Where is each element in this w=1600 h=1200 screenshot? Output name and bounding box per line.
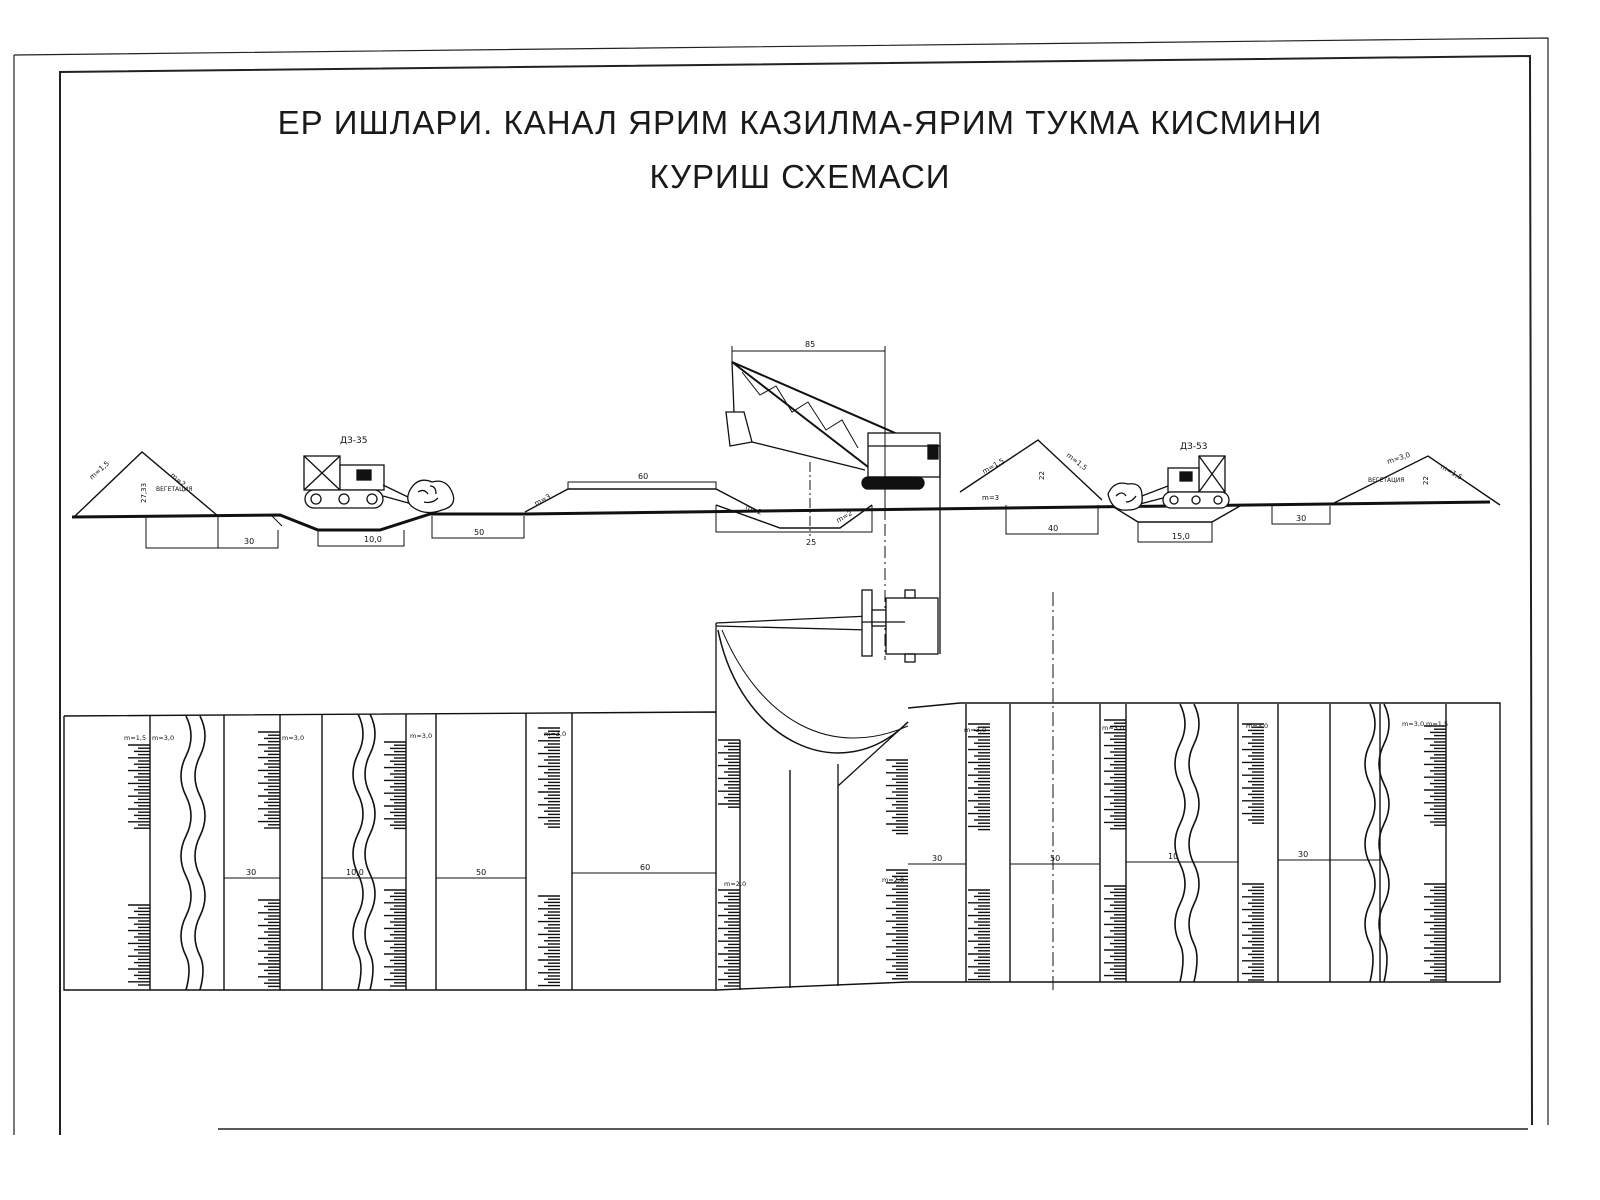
slope-hatching (128, 719, 1446, 988)
plan-slope-label-3: m=3,0 (282, 734, 304, 742)
plan-slope-label-5: m=3,0 (544, 730, 566, 738)
plan-slope-label-7: m=2,0 (882, 876, 904, 884)
ditch-slope-label: m=2 (744, 503, 763, 516)
right-pile-slope-label: m=3,0 (1386, 451, 1411, 466)
dim-60-top: 60 (638, 472, 648, 481)
plan-slope-label-10: m=3,0 (1246, 722, 1268, 730)
right-pile-slope-label-2: m=1,5 (1439, 463, 1464, 482)
plan-slope-label-12: m=1,5 (1426, 720, 1448, 728)
right-bulldozer-label: ДЗ-53 (1180, 442, 1208, 452)
dim-50-left: 50 (474, 528, 484, 537)
sheet-frame (13, 37, 1549, 1135)
plan-dimension-values: 30 10,0 50 60 30 50 10 30 (246, 850, 1308, 877)
right-vegetation-label: ВЕГЕТАЦИЯ (1368, 477, 1404, 484)
dragline-plan-view (715, 445, 1054, 990)
plan-annotations: m=1,5 m=3,0 m=3,0 m=3,0 m=3,0 m=2,0 m=2,… (124, 720, 1448, 888)
dim-15-right: 15,0 (1172, 532, 1190, 541)
excavator-reach-dimension: 85 (805, 340, 815, 349)
plan-dim-10: 10,0 (346, 868, 364, 877)
plan-slope-label-1: m=1,5 (124, 734, 146, 742)
ground-line (71, 439, 1501, 532)
plan-dim-50-b: 50 (1050, 854, 1060, 863)
center-height-label: 22 (1038, 471, 1046, 480)
plan-slope-label-9: m=3,0 (1102, 724, 1124, 732)
plan-dim-50-a: 50 (476, 868, 486, 877)
right-bulldozer (1107, 455, 1230, 511)
plan-view-strips (63, 702, 1501, 991)
left-bulldozer (303, 455, 455, 514)
break-lines (180, 703, 1390, 991)
dim-40-right: 40 (1048, 524, 1058, 533)
center-dike-slope-label: m=3 (533, 493, 552, 508)
plan-dim-10-b: 10 (1168, 852, 1178, 861)
section-dimension-lines (145, 481, 1331, 549)
dragline-excavator (725, 346, 941, 660)
plan-slope-label-8: m=3,0 (964, 726, 986, 734)
left-height-label: 27,33 (140, 483, 148, 503)
drawing-title-line-1: ЕР ИШЛАРИ. КАНАЛ ЯРИМ КАЗИЛМА-ЯРИМ ТУКМА… (277, 104, 1323, 141)
left-vegetation-label: ВЕГЕТАЦИЯ (156, 486, 192, 493)
left-slope-label: m=1,5 (88, 460, 111, 482)
dim-25-center: 25 (806, 538, 816, 547)
plan-dim-60: 60 (640, 863, 650, 872)
dim-30-left: 30 (244, 537, 254, 546)
plan-dim-30-a: 30 (246, 868, 256, 877)
drawing-title-line-2: КУРИШ СХЕМАСИ (649, 158, 951, 195)
right-small-slope-label: m=3 (982, 494, 999, 502)
section-annotations: m=1,5 m=2 27,33 ВЕГЕТАЦИЯ m=3 m=2 m=2 m=… (88, 451, 1464, 525)
plan-slope-label-6: m=2,0 (724, 880, 746, 888)
plan-slope-label-2: m=3,0 (152, 734, 174, 742)
plan-dim-30-c: 30 (1298, 850, 1308, 859)
section-dimension-values: 30 10,0 50 60 25 40 15,0 30 (244, 472, 1306, 547)
plan-slope-label-11: m=3,0 (1402, 720, 1424, 728)
plan-dim-30-b: 30 (932, 854, 942, 863)
right-height-label: 22 (1422, 476, 1430, 485)
left-bulldozer-label: ДЗ-35 (340, 436, 368, 446)
plan-slope-label-4: m=3,0 (410, 732, 432, 740)
dim-30-right: 30 (1296, 514, 1306, 523)
dim-10-left: 10,0 (364, 535, 382, 544)
right-dike-slope-label: m=1,5 (981, 457, 1006, 476)
